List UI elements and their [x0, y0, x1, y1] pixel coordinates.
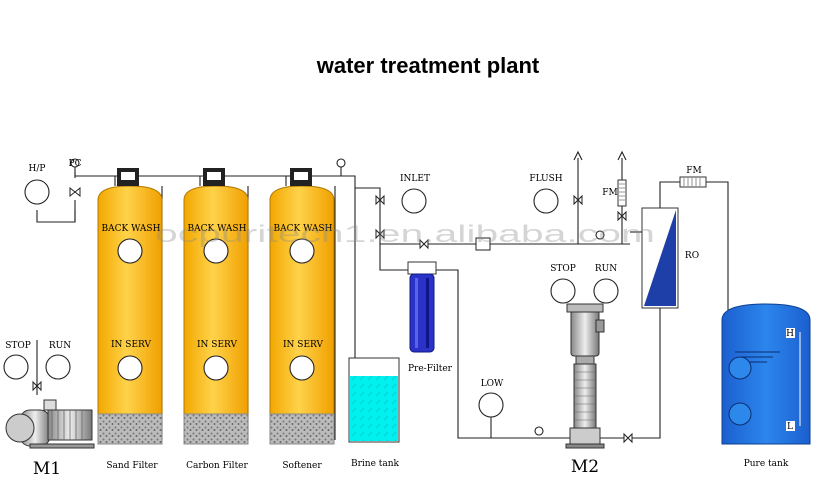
- label-stop-left: STOP: [5, 341, 31, 351]
- label-run-left: RUN: [49, 341, 71, 351]
- caption-brine-tank: Brine tank: [351, 459, 400, 469]
- label-fm-side: FM: [602, 188, 617, 198]
- label-in-serv-3: IN SERV: [283, 340, 323, 350]
- label-l: L: [787, 422, 793, 432]
- hp-gauge: [24, 179, 50, 205]
- flowmeter-top: [679, 176, 707, 188]
- brine-tank: [348, 357, 400, 443]
- label-hp: H/P: [29, 164, 46, 174]
- inlet-indicator: [401, 188, 427, 214]
- label-run-right: RUN: [595, 264, 617, 274]
- label-back-wash-1: BACK WASH: [102, 224, 161, 234]
- valve-flush: [573, 194, 583, 206]
- valve-m2-out: [623, 432, 633, 444]
- label-back-wash-3: BACK WASH: [274, 224, 333, 234]
- pre-filter: [407, 261, 437, 353]
- valve-line-1: [419, 238, 429, 250]
- label-stop-right: STOP: [550, 264, 576, 274]
- label-flush: FLUSH: [529, 174, 562, 184]
- flush-indicator: [533, 188, 559, 214]
- label-in-serv-1: IN SERV: [111, 340, 151, 350]
- valve-inlet-bottom: [375, 228, 385, 240]
- label-ro: RO: [685, 251, 699, 261]
- pump-m2: [565, 303, 605, 449]
- pc-gauge-ro: [595, 230, 605, 240]
- watermark: ocpuritech1.en.alibaba.com: [155, 221, 655, 248]
- carbon-filter-tank: [183, 168, 249, 445]
- stop-indicator-left: [3, 354, 29, 380]
- pipes: [36, 150, 729, 440]
- run-indicator-left: [45, 354, 71, 380]
- flowmeter-side: [617, 179, 627, 207]
- caption-m2: M2: [571, 457, 599, 477]
- label-back-wash-2: BACK WASH: [188, 224, 247, 234]
- caption-softener: Softener: [282, 461, 322, 471]
- ro-membrane: [641, 207, 679, 309]
- label-inlet: INLET: [400, 174, 430, 184]
- pure-tank: [721, 303, 811, 445]
- stop-indicator-right: [550, 278, 576, 304]
- caption-pure-tank: Pure tank: [744, 459, 789, 469]
- pump-m1: [5, 399, 95, 449]
- label-fm-top: FM: [686, 166, 701, 176]
- softener-tank: [269, 168, 335, 445]
- pc-gauge-m2: [534, 426, 544, 436]
- caption-m1: M1: [33, 459, 61, 479]
- valve-m1: [32, 380, 42, 392]
- low-indicator: [478, 392, 504, 418]
- diagram-title: water treatment plant: [316, 53, 540, 78]
- pc-gauge-mid: [336, 158, 346, 168]
- label-h: H: [786, 329, 794, 339]
- caption-sand-filter: Sand Filter: [106, 461, 158, 471]
- caption-carbon-filter: Carbon Filter: [186, 461, 248, 471]
- valve-inlet-top: [375, 194, 385, 206]
- label-pre-filter: Pre-Filter: [408, 364, 453, 374]
- sand-filter-tank: [97, 168, 163, 445]
- label-pc-left: PC: [69, 159, 82, 169]
- solenoid-valve: [475, 237, 491, 251]
- label-in-serv-2: IN SERV: [197, 340, 237, 350]
- pc-gauge-left: [70, 158, 80, 168]
- run-indicator-right: [593, 278, 619, 304]
- valve-left: [69, 186, 81, 198]
- label-low: LOW: [481, 379, 504, 389]
- valve-concentrate: [617, 210, 627, 222]
